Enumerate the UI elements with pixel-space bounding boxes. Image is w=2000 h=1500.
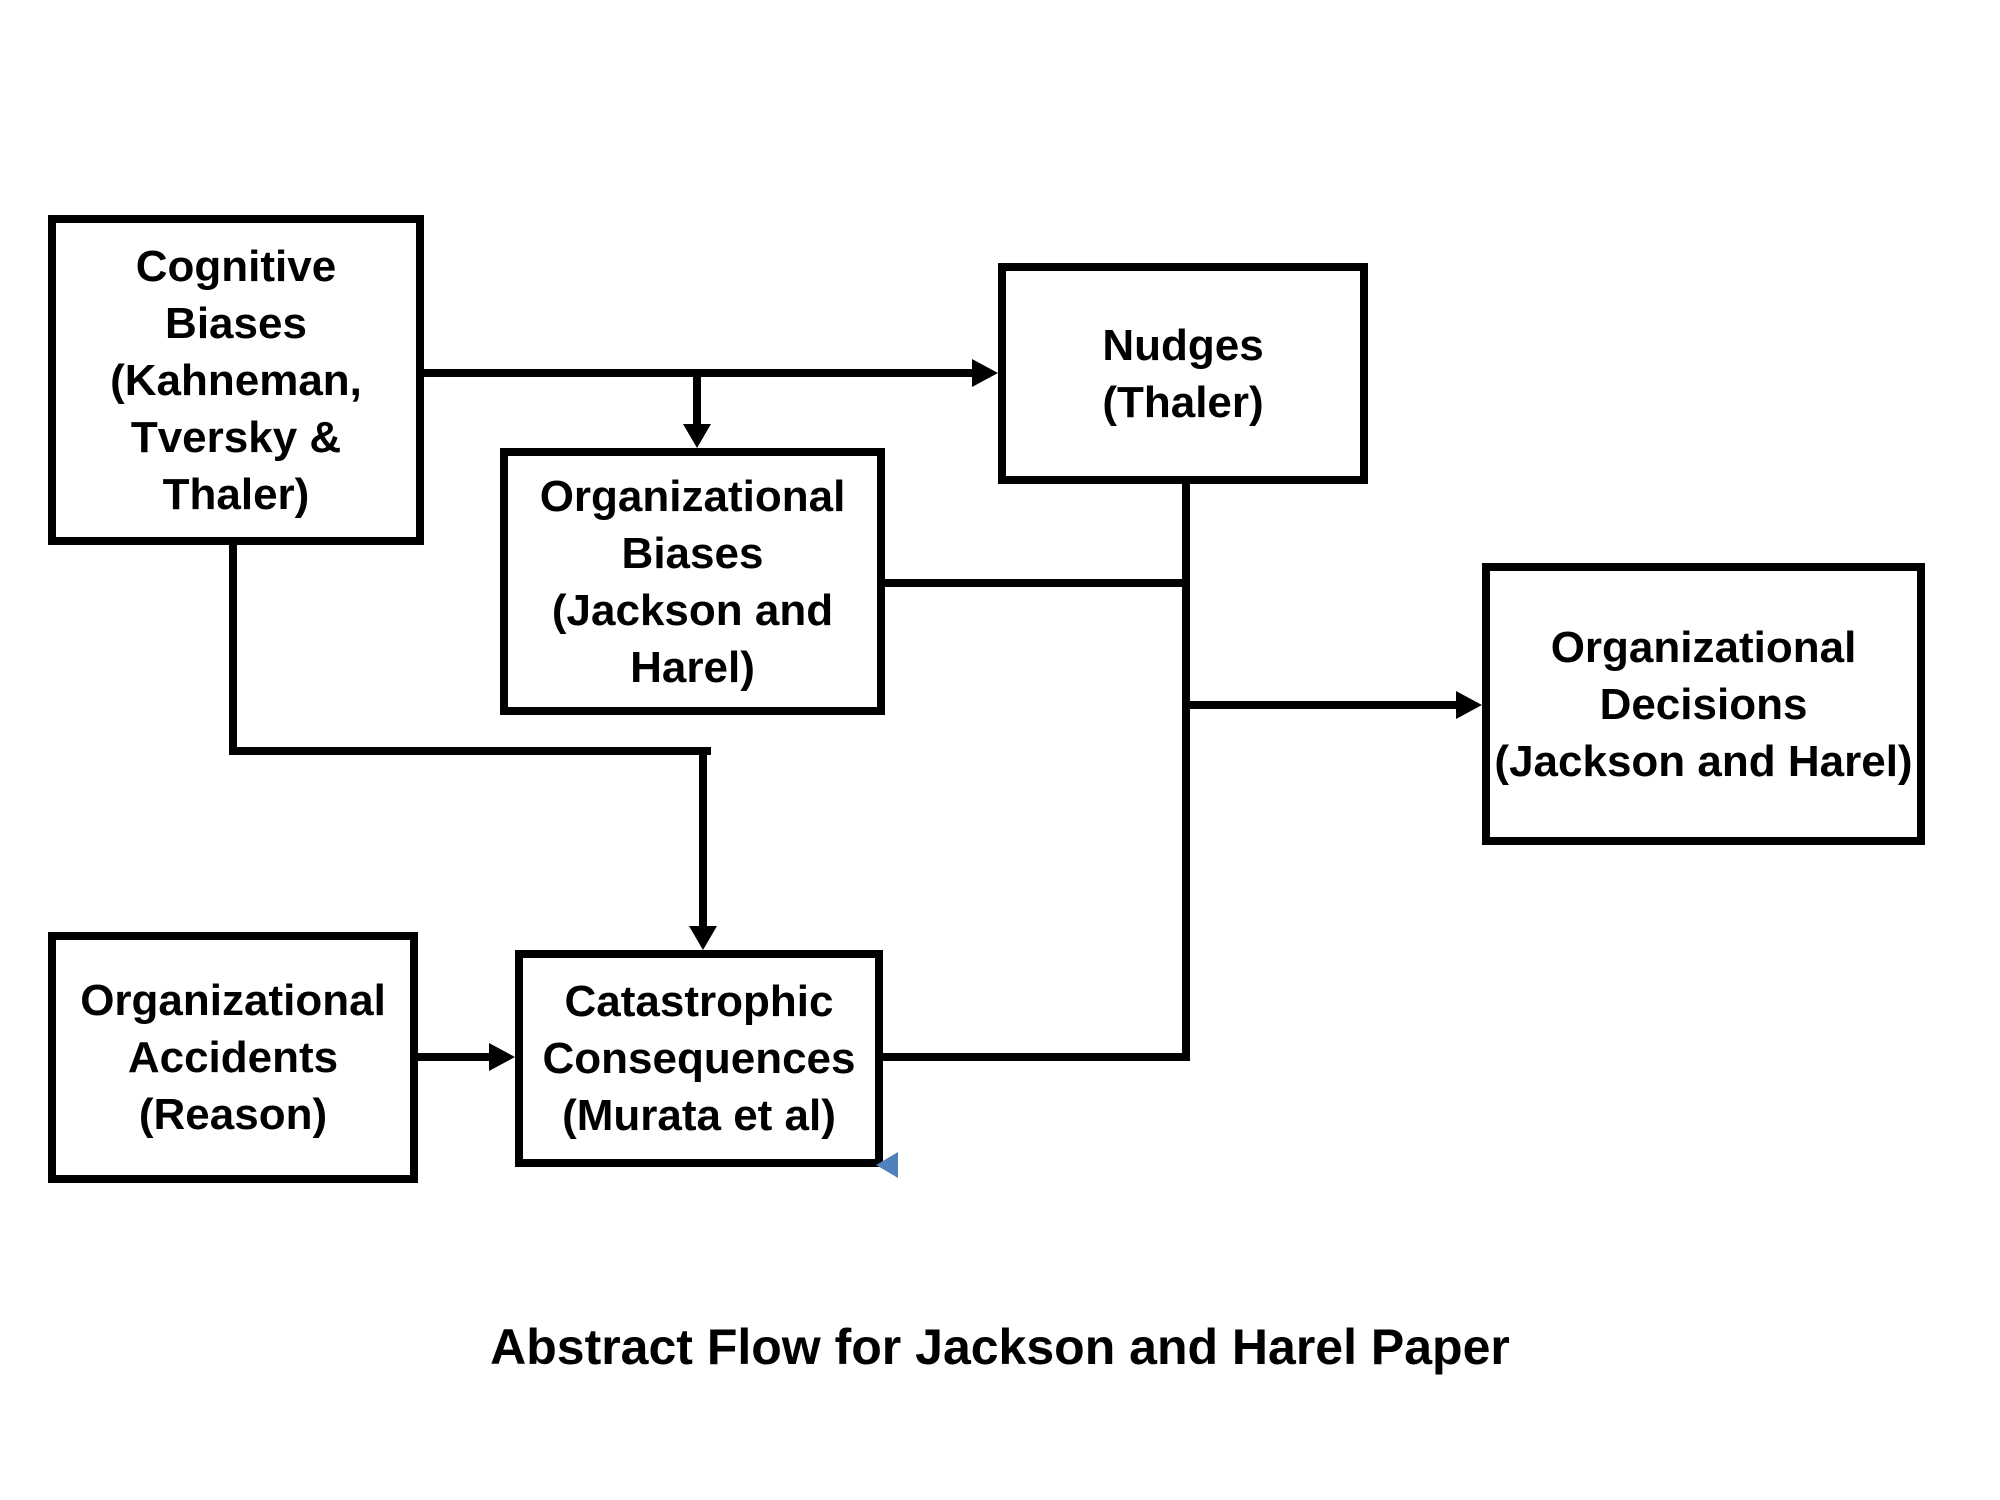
node-cognitive-biases: Cognitive Biases (Kahneman, Tversky & Th… — [48, 215, 424, 545]
node-catastrophic-consequences: Catastrophic Consequences (Murata et al) — [515, 950, 883, 1167]
connector-trunk-vertical — [1182, 480, 1190, 1061]
node-organizational-accidents: Organizational Accidents (Reason) — [48, 932, 418, 1183]
arrowhead-into-org-biases-icon — [683, 424, 711, 448]
diagram-title: Abstract Flow for Jackson and Harel Pape… — [490, 1319, 1510, 1375]
connector-org-biases-to-trunk — [881, 579, 1190, 587]
connector-down-to-catastrophic — [699, 747, 707, 926]
connector-accidents-to-catastrophic — [414, 1053, 489, 1061]
node-cognitive-biases-label: Cognitive Biases (Kahneman, Tversky & Th… — [110, 241, 362, 519]
connector-cognitive-down — [229, 541, 237, 755]
node-nudges: Nudges (Thaler) — [998, 263, 1368, 484]
connector-cognitive-elbow — [229, 747, 711, 755]
node-organizational-accidents-label: Organizational Accidents (Reason) — [80, 976, 386, 1139]
blue-cursor-triangle-icon — [876, 1152, 898, 1178]
node-nudges-label: Nudges (Thaler) — [1102, 320, 1264, 427]
arrowhead-into-nudges-icon — [972, 359, 998, 387]
connector-catastrophic-to-trunk — [879, 1053, 1190, 1061]
node-organizational-biases: Organizational Biases (Jackson and Harel… — [500, 448, 885, 715]
node-organizational-decisions-label: Organizational Decisions (Jackson and Ha… — [1494, 622, 1913, 786]
connector-branch-to-org-biases — [693, 369, 701, 426]
connector-trunk-to-decisions — [1182, 701, 1456, 709]
node-organizational-biases-label: Organizational Biases (Jackson and Harel… — [539, 471, 846, 692]
arrowhead-into-catastrophic-icon — [689, 926, 717, 950]
arrowhead-into-decisions-icon — [1456, 691, 1482, 719]
node-catastrophic-consequences-label: Catastrophic Consequences (Murata et al) — [542, 977, 856, 1140]
node-organizational-decisions: Organizational Decisions (Jackson and Ha… — [1482, 563, 1925, 845]
arrowhead-into-catastrophic-left-icon — [489, 1043, 515, 1071]
